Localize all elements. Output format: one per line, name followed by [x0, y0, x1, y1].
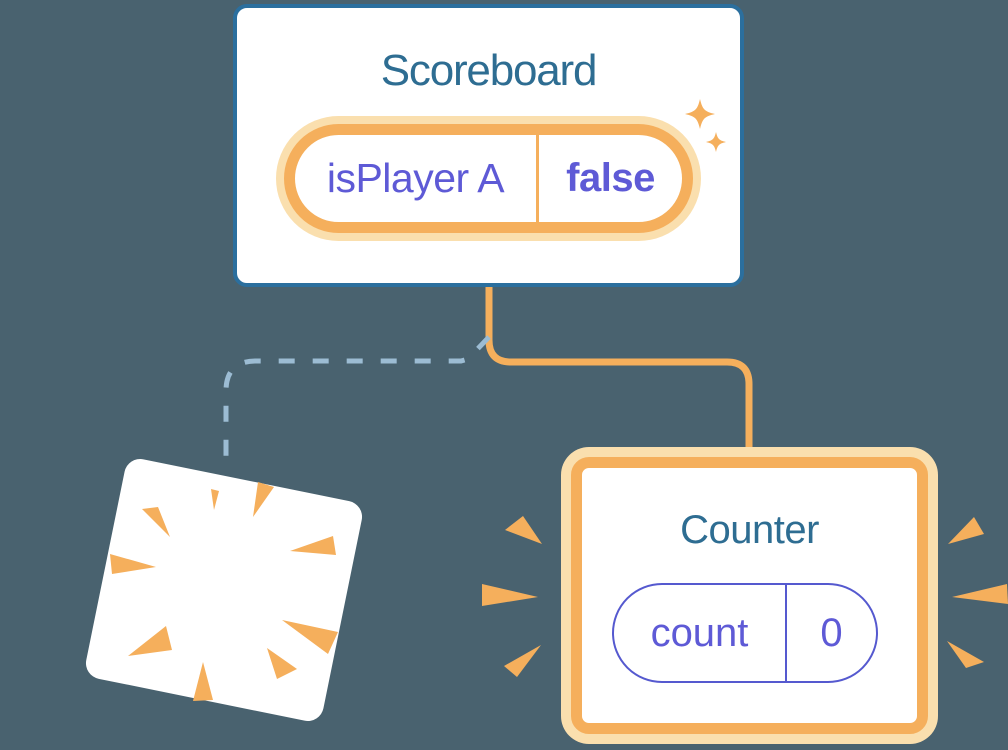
counter-state-pill: count 0: [612, 583, 878, 683]
pill-divider: [536, 124, 539, 233]
scoreboard-component-card: Scoreboard isPlayer A false: [233, 4, 744, 287]
state-key-label: count: [650, 610, 749, 655]
counter-component-card: Counter count 0: [571, 457, 928, 734]
emphasis-burst-left-icon: [482, 516, 542, 677]
removed-branch-dashed-line: [223, 335, 491, 457]
emphasis-burst-right-icon: [947, 517, 1008, 668]
state-value-label: 0: [820, 610, 843, 655]
counter-title: Counter: [680, 508, 819, 552]
pill-divider: [785, 585, 787, 681]
kept-branch-line: [485, 285, 753, 450]
scoreboard-state-pill: isPlayer A false: [284, 124, 693, 233]
scoreboard-title: Scoreboard: [380, 46, 598, 95]
destroyed-component-card: [83, 456, 365, 724]
state-value-label: false: [566, 156, 655, 200]
state-key-label: isPlayer A: [326, 155, 505, 201]
